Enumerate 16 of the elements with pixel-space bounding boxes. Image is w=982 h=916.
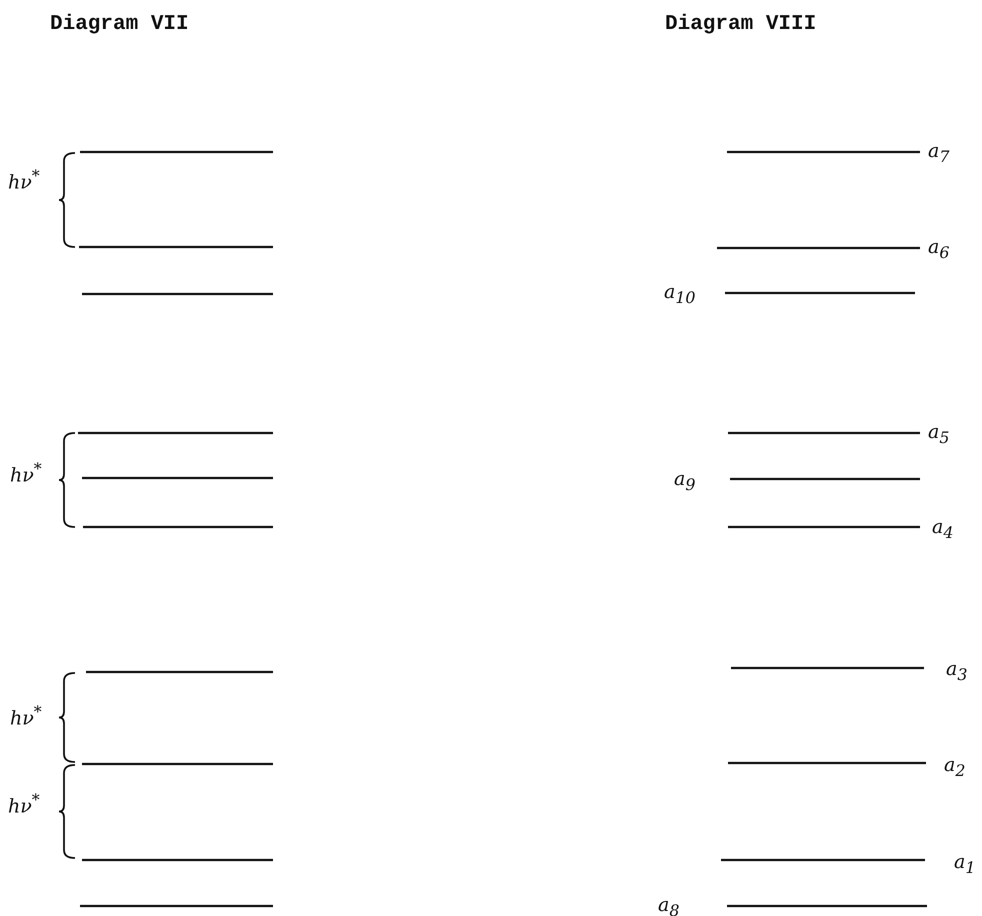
level-label: a$_{2}$ xyxy=(944,756,966,779)
level-label: a$_{1}$ xyxy=(954,853,976,876)
level-label: a$_{6}$ xyxy=(928,238,950,261)
panel-heading: Diagram VIII xyxy=(665,14,816,35)
energy-label: hν$^{*}$ xyxy=(10,461,42,486)
level-label: a$_{7}$ xyxy=(928,142,950,165)
level-label: a$_{5}$ xyxy=(928,423,950,446)
energy-label: hν$^{*}$ xyxy=(8,168,40,192)
energy-label: hν$^{*}$ xyxy=(10,704,42,728)
energy-label: hν$^{*}$ xyxy=(8,792,40,816)
level-label: a$_{4}$ xyxy=(932,518,954,541)
level-label: a$_{9}$ xyxy=(674,470,696,493)
panel-heading: Diagram VII xyxy=(50,14,189,35)
level-label: a$_{10}$ xyxy=(664,283,696,306)
level-label: a$_{3}$ xyxy=(946,660,968,683)
level-label: a$_{8}$ xyxy=(658,896,680,916)
